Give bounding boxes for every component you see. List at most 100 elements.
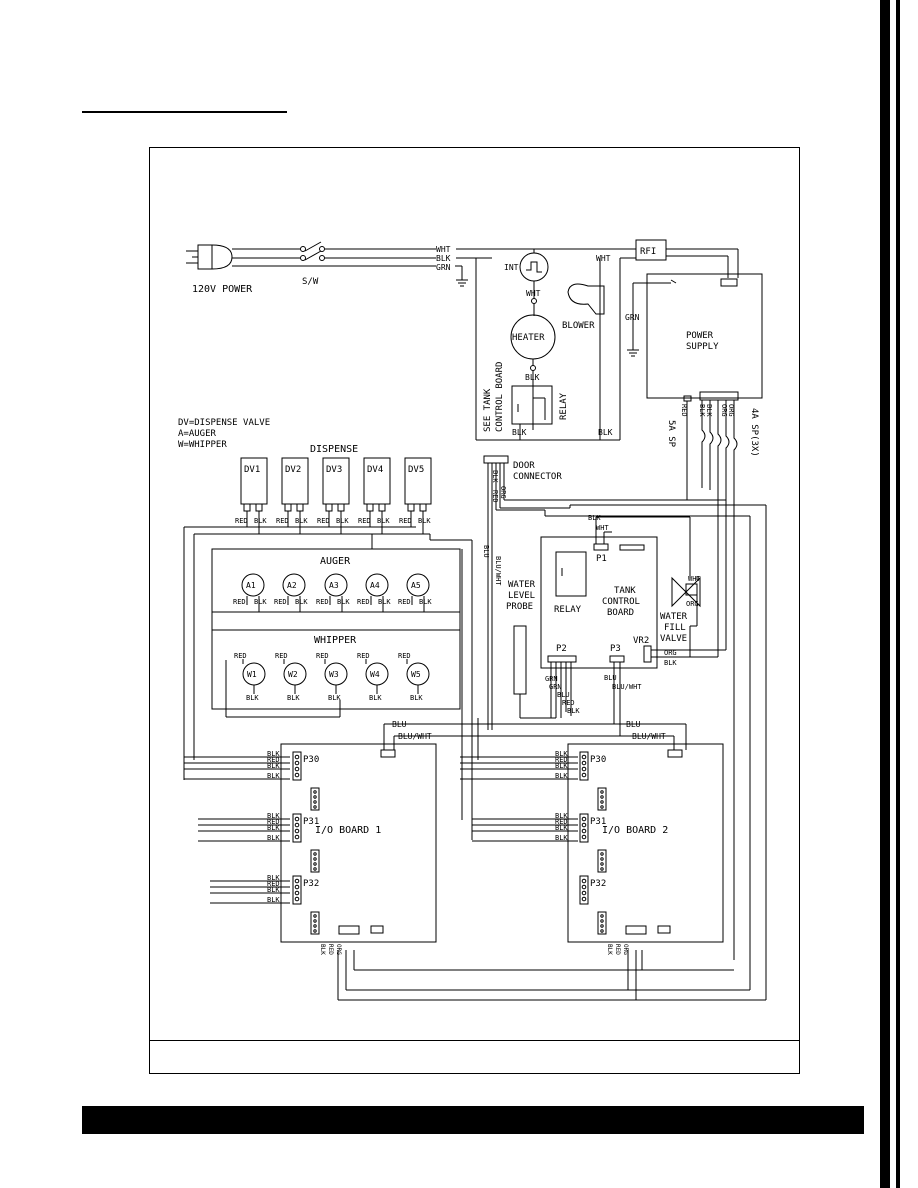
harness-wire-label: RED bbox=[267, 818, 280, 826]
io-board-title: I/O BOARD 1 bbox=[315, 825, 381, 836]
p2-grn-1: GRN bbox=[545, 675, 558, 683]
harness-wire-label: BLK bbox=[267, 824, 280, 832]
wire-label-red: RED bbox=[357, 598, 370, 606]
wire-label-red: RED bbox=[274, 598, 287, 606]
harness-wire-label: BLK bbox=[555, 750, 568, 758]
water-level-probe bbox=[513, 625, 556, 719]
auger-motor-label: A1 bbox=[246, 581, 256, 590]
wire-label-red: RED bbox=[276, 517, 289, 525]
door-org: ORG bbox=[499, 486, 507, 499]
main-lines bbox=[456, 248, 636, 441]
wire-label-blk: BLK bbox=[410, 694, 423, 702]
fuse-wires bbox=[686, 400, 738, 960]
p2-blk: BLK bbox=[567, 707, 580, 715]
power-supply bbox=[627, 273, 763, 402]
ps-red-label: RED bbox=[680, 404, 688, 417]
ps-org-b: ORG bbox=[727, 404, 735, 417]
wire-label-red: RED bbox=[275, 652, 288, 660]
rfi-label: RFI bbox=[640, 247, 656, 257]
see-tank-label-1: SEE TANK bbox=[483, 388, 493, 432]
wire-label-blk: BLK bbox=[295, 517, 308, 525]
door-label-2: CONNECTOR bbox=[513, 472, 562, 482]
io-bottom-org: ORG bbox=[335, 944, 342, 955]
harness-wire-label: BLK bbox=[267, 762, 280, 770]
io-connector-label: P31 bbox=[303, 817, 319, 827]
wire-label-red: RED bbox=[358, 517, 371, 525]
vr2-blk-label: BLK bbox=[664, 659, 677, 667]
harness-wire-label: BLK bbox=[267, 834, 280, 842]
page-edge-bar-thin bbox=[896, 0, 900, 1188]
io-bottom-blk: BLK bbox=[606, 944, 613, 955]
power-cord bbox=[232, 248, 436, 267]
see-tank-label-2: CONTROL BOARD bbox=[495, 362, 505, 432]
io-connector-p32: P32 bbox=[292, 875, 320, 935]
wire-label-blk: BLK bbox=[419, 598, 432, 606]
relay-block bbox=[511, 385, 553, 440]
p2-label: P2 bbox=[556, 644, 567, 654]
wire-label-blk: BLK bbox=[369, 694, 382, 702]
page-edge-bar bbox=[880, 0, 890, 1188]
probe-label-3: PROBE bbox=[506, 602, 533, 612]
blower bbox=[567, 283, 605, 315]
whipper-motor-label: W1 bbox=[247, 670, 257, 679]
io-connector-label: P32 bbox=[303, 879, 319, 889]
bus-blu-vertical: BLU bbox=[482, 545, 490, 558]
harness-wire-label: RED bbox=[267, 756, 280, 764]
dispense-valve-label: DV2 bbox=[285, 465, 301, 475]
tank-control-board bbox=[540, 536, 658, 669]
wfv-label-3: VALVE bbox=[660, 634, 687, 644]
vr2-org-label: ORG bbox=[664, 649, 677, 657]
wire-label-wht: WHT bbox=[436, 245, 451, 254]
harness-wire-label: BLK bbox=[555, 812, 568, 820]
wire-label-blk: BLK bbox=[287, 694, 300, 702]
harness-wire-label: BLK bbox=[267, 896, 280, 904]
dispense-wiring bbox=[183, 526, 473, 840]
harness-wire-label: RED bbox=[555, 756, 568, 764]
legend-line-3: W=WHIPPER bbox=[178, 440, 227, 450]
ps-title-1: POWER bbox=[686, 331, 714, 341]
wire-label-blk: BLK bbox=[337, 598, 350, 606]
dispense-valve-label: DV4 bbox=[367, 465, 383, 475]
p2-red: RED bbox=[562, 699, 575, 707]
io-board-title: I/O BOARD 2 bbox=[602, 825, 668, 836]
water-fill-valve bbox=[671, 517, 701, 657]
bus-blu-label-1: BLU bbox=[392, 720, 407, 729]
auger-whipper-enclosure bbox=[211, 548, 461, 710]
blower-blk-label: BLK bbox=[598, 428, 613, 437]
auger-motor-label: A5 bbox=[411, 581, 421, 590]
blower-label: BLOWER bbox=[562, 321, 595, 331]
ps-title-2: SUPPLY bbox=[686, 342, 719, 352]
legend-line-1: DV=DISPENSE VALVE bbox=[178, 418, 270, 428]
wire-label-red: RED bbox=[398, 598, 411, 606]
auger-motor-label: A3 bbox=[329, 581, 339, 590]
fuse-4a-label: 4A SP(3X) bbox=[749, 408, 759, 457]
switch-label: S/W bbox=[302, 277, 319, 287]
dispense-title: DISPENSE bbox=[310, 444, 358, 455]
ground-symbol bbox=[455, 265, 468, 287]
wire-label-blk: BLK bbox=[328, 694, 341, 702]
relay-label: RELAY bbox=[559, 392, 569, 420]
wire-label-red: RED bbox=[316, 598, 329, 606]
harness-wire-label: RED bbox=[267, 880, 280, 888]
wire-label-blk: BLK bbox=[295, 598, 308, 606]
wfv-label-2: FILL bbox=[664, 623, 686, 633]
wire-label-blk: BLK bbox=[378, 598, 391, 606]
door-blk: BLK bbox=[491, 470, 499, 483]
probe-label-2: LEVEL bbox=[508, 591, 535, 601]
blower-wht-label: WHT bbox=[596, 254, 611, 263]
legend-line-2: A=AUGER bbox=[178, 429, 217, 439]
